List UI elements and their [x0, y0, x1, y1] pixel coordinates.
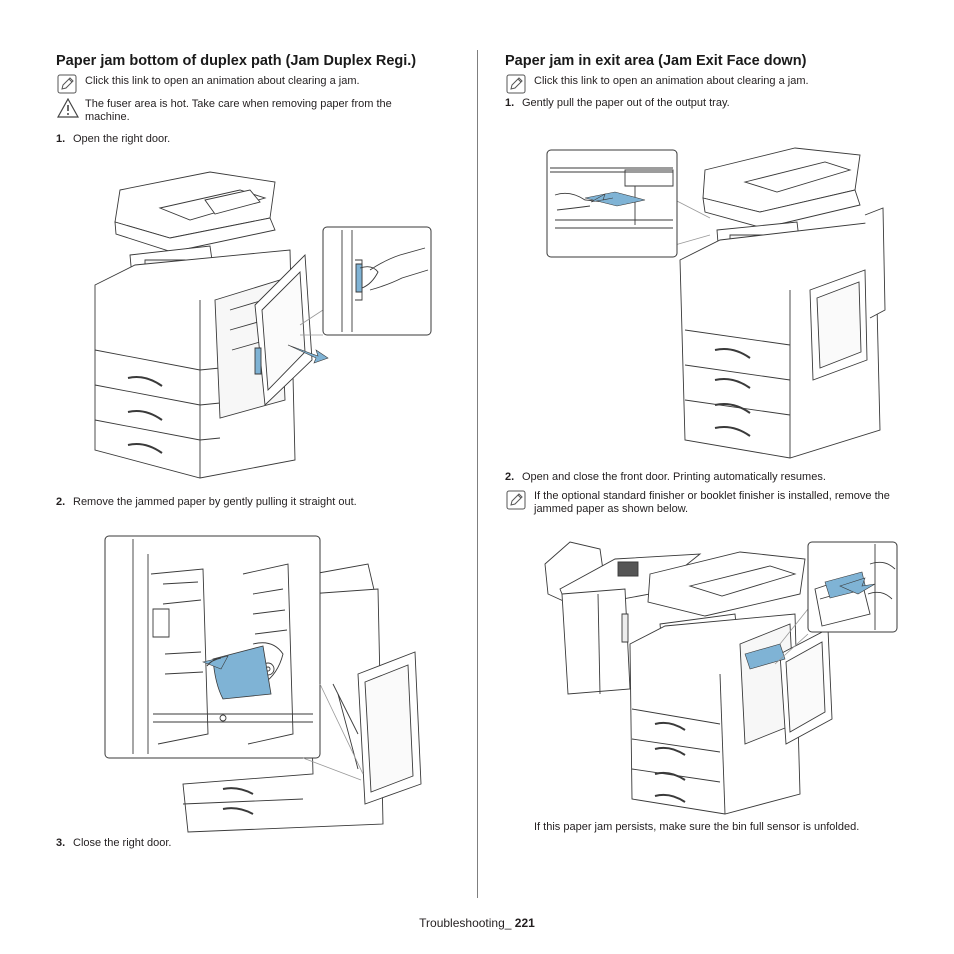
- right-section-title: Paper jam in exit area (Jam Exit Face do…: [505, 53, 807, 69]
- left-step-1: 1. Open the right door.: [56, 133, 170, 146]
- page-footer: Troubleshooting_ 221: [0, 916, 954, 930]
- left-note-animation-link[interactable]: Click this link to open an animation abo…: [85, 75, 360, 87]
- step-number: 2.: [56, 496, 66, 508]
- note-pencil-icon[interactable]: [57, 74, 77, 99]
- right-note-finisher: If the optional standard finisher or boo…: [534, 490, 890, 515]
- left-warning-text: The fuser area is hot. Take care when re…: [85, 98, 392, 123]
- step-text: Open the right door.: [73, 133, 171, 145]
- warning-triangle-icon: [57, 98, 79, 123]
- note-pencil-icon[interactable]: [506, 490, 526, 515]
- step-number: 2.: [505, 471, 515, 483]
- pull-paper-output-tray-illustration: [545, 140, 890, 470]
- note-pencil-icon[interactable]: [506, 74, 526, 99]
- right-step-1: 1. Gently pull the paper out of the outpu…: [505, 97, 730, 110]
- step-number: 1.: [505, 97, 515, 109]
- left-section-title: Paper jam bottom of duplex path (Jam Dup…: [56, 53, 417, 69]
- remove-jammed-paper-illustration: [103, 534, 433, 839]
- footer-section: Troubleshooting_: [419, 916, 512, 930]
- right-note-animation-link[interactable]: Click this link to open an animation abo…: [534, 75, 809, 87]
- left-step-2: 2. Remove the jammed paper by gently pull…: [56, 496, 357, 509]
- left-step-3: 3. Close the right door.: [56, 837, 171, 850]
- printer-open-right-door-illustration: [90, 160, 435, 495]
- right-step-2: 2. Open and close the front door. Printin…: [505, 471, 826, 484]
- right-closing-text: If this paper jam persists, make sure th…: [534, 821, 860, 833]
- page-number: 221: [514, 916, 535, 930]
- step-text: Open and close the front door. Printing …: [522, 471, 826, 483]
- step-number: 1.: [56, 133, 66, 145]
- column-divider: [477, 50, 478, 898]
- step-text: Close the right door.: [73, 837, 172, 849]
- step-text: Remove the jammed paper by gently pullin…: [73, 496, 357, 508]
- step-text: Gently pull the paper out of the output …: [522, 97, 730, 109]
- step-number: 3.: [56, 837, 66, 849]
- finisher-jam-removal-illustration: [540, 534, 900, 824]
